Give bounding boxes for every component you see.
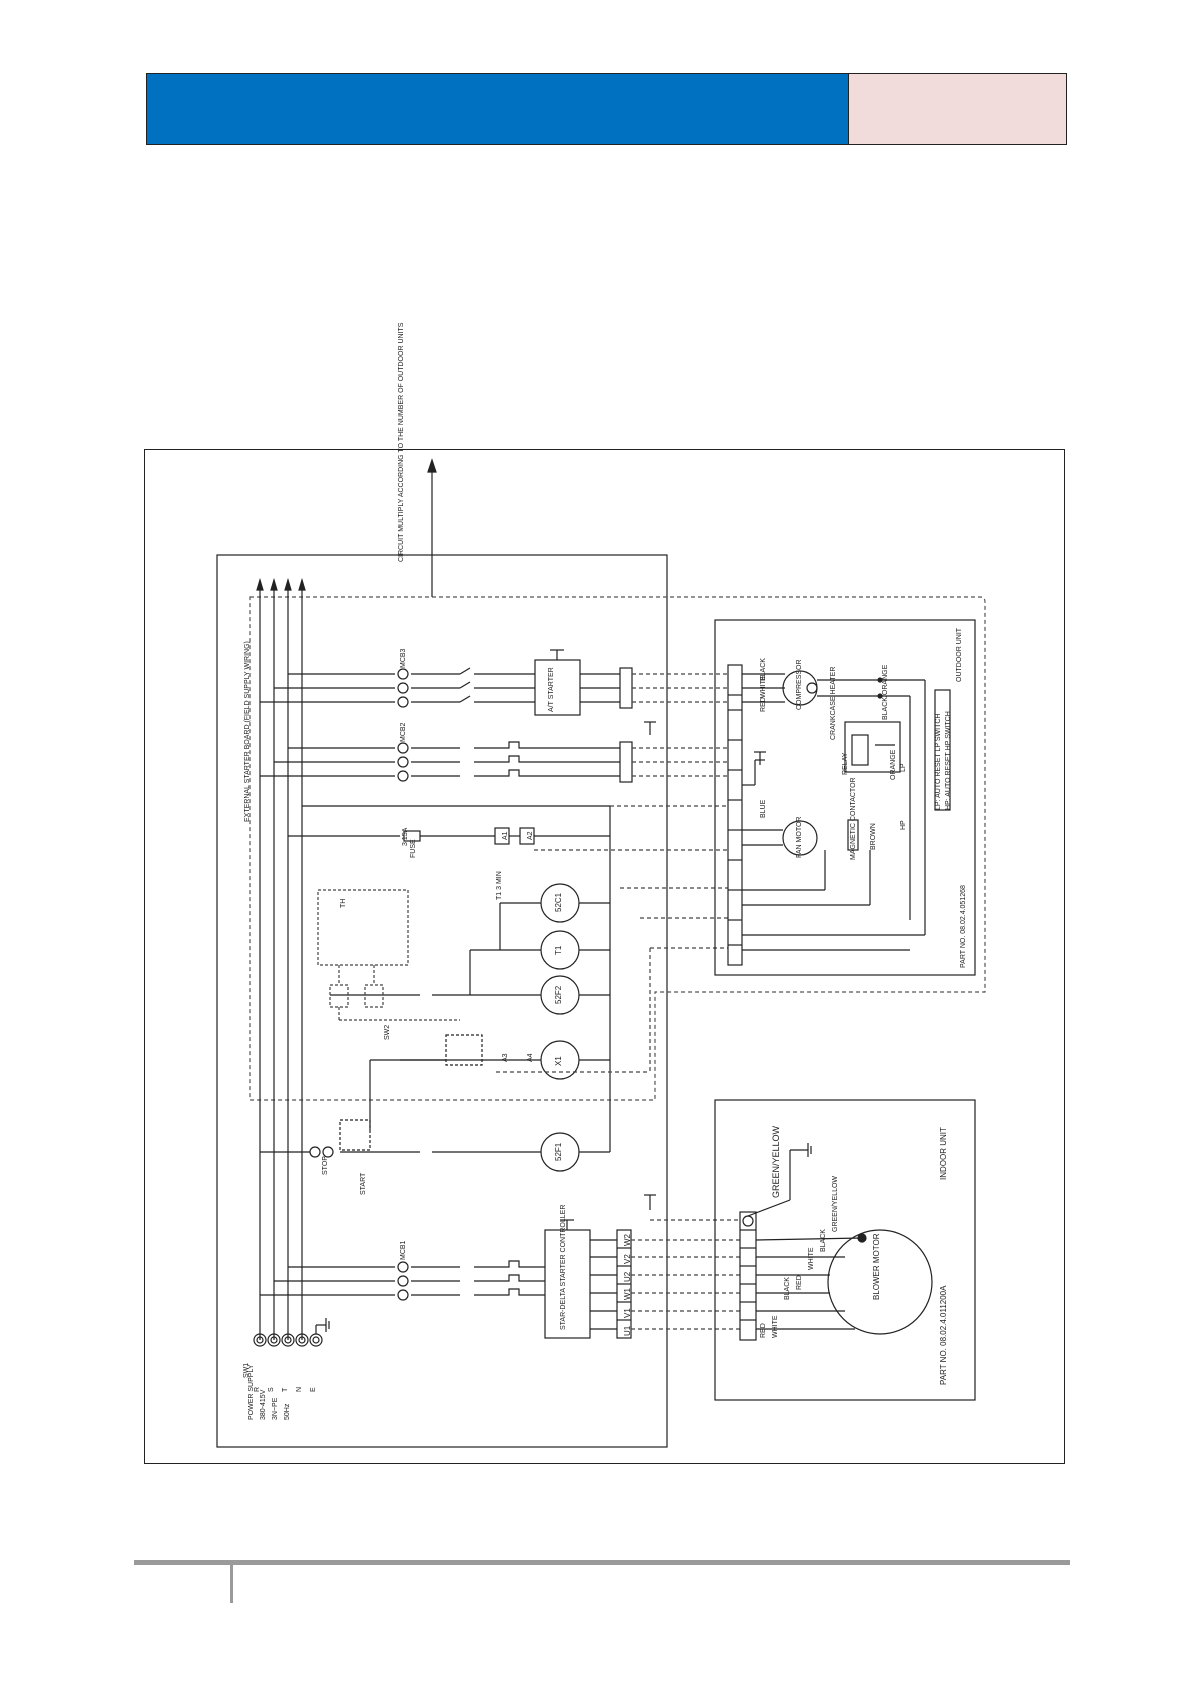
starter-board-outline [216, 554, 668, 1448]
indoor-motor-wiring [747, 1143, 933, 1335]
field-wiring-boundary [249, 596, 986, 1101]
circuit-arrow-head [427, 458, 437, 473]
outdoor-terminal-strip [727, 664, 743, 966]
indoor-unit-box [714, 1099, 976, 1401]
supply-terminals [253, 1318, 330, 1347]
outdoor-unit-box [714, 619, 976, 976]
outdoor-interconnect [496, 673, 728, 1073]
circuit-mcb2 [260, 721, 656, 783]
indoor-interconnect [631, 1219, 740, 1330]
indoor-terminal-strip [739, 1211, 757, 1341]
start-stop-switches [260, 1034, 483, 1158]
wiring-diagram-frame [144, 449, 1065, 1464]
footer-rule [134, 1560, 1070, 1565]
header-side-panel [849, 73, 1067, 145]
header-bar [146, 73, 849, 145]
circuit-star-delta [260, 1194, 656, 1339]
circuit-at-starter [260, 649, 633, 716]
relay-coils [330, 883, 611, 1172]
main-buses [256, 577, 306, 1340]
footer-tick [230, 1565, 233, 1603]
outdoor-internal-wiring [742, 670, 951, 951]
thermostat-boxes [317, 889, 460, 1021]
control-rails [288, 805, 611, 1090]
